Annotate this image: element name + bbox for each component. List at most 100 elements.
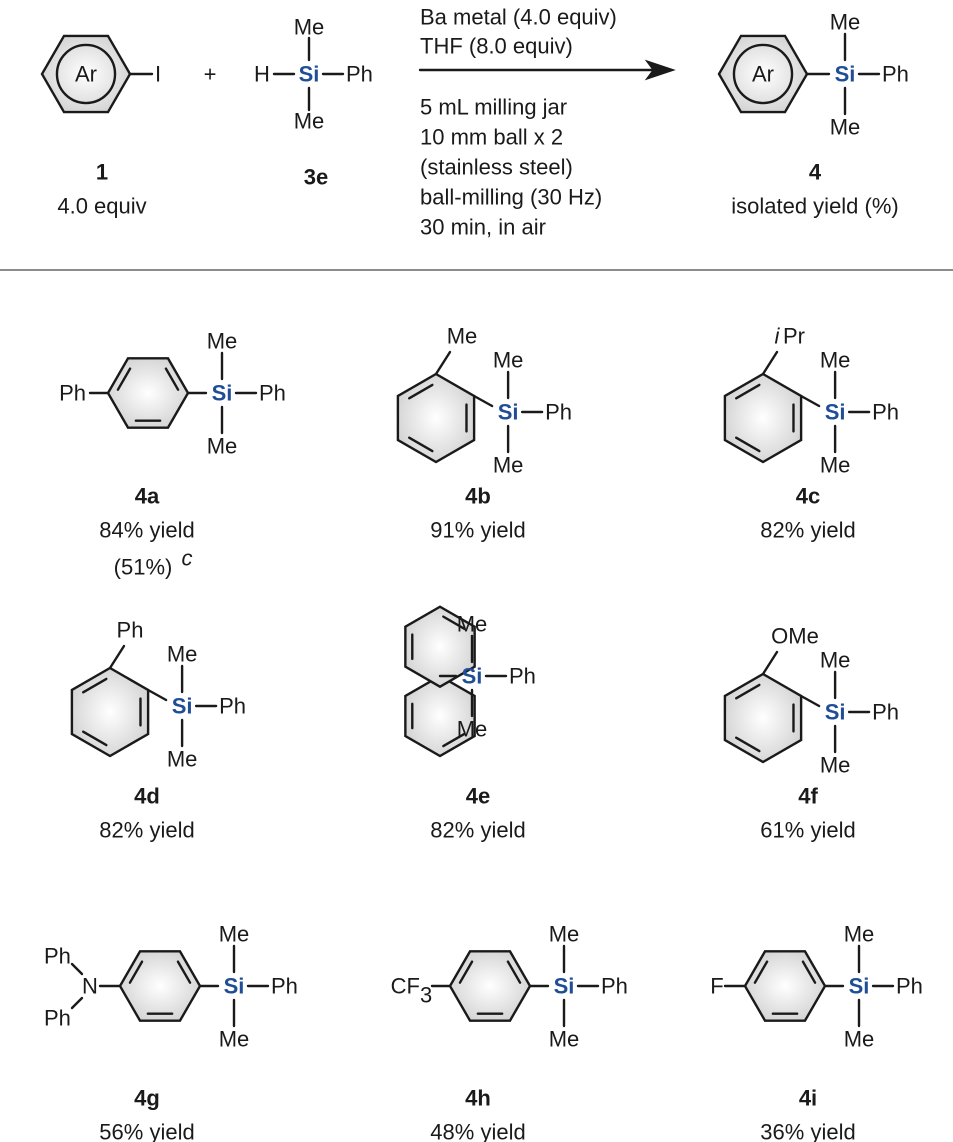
compound-yield: 48% yield	[430, 1120, 525, 1142]
si-atom: Si	[299, 62, 320, 87]
aromatic-circle	[55, 43, 117, 105]
double-bond	[116, 367, 132, 391]
4a-ring	[106, 357, 190, 429]
footnote-marker: c	[182, 546, 193, 571]
n-label: N	[82, 974, 98, 999]
compound-id: 4i	[799, 1086, 817, 1111]
cf3-subscript: 3	[420, 983, 432, 1008]
ortho-ring	[70, 666, 150, 758]
c-si-bond	[799, 394, 821, 408]
me-label: Me	[549, 922, 580, 947]
reactant2-number: 3e	[304, 165, 328, 190]
ph-label: Ph	[346, 62, 373, 87]
si-atom: Si	[835, 62, 856, 87]
double-bond	[407, 383, 434, 400]
c-si-bond	[146, 688, 168, 702]
f-label: F	[710, 974, 723, 999]
me-label: Me	[844, 1027, 875, 1052]
me-label: Me	[167, 747, 198, 772]
si-atom: Si	[825, 400, 846, 425]
ph-label: Ph	[896, 974, 923, 999]
c-sub-bond	[108, 644, 126, 670]
double-bond	[734, 383, 761, 400]
c-sub-bond	[761, 350, 779, 376]
ph-label: Ph	[872, 700, 899, 725]
condition-above: THF (8.0 equiv)	[420, 34, 573, 59]
double-bond	[734, 683, 761, 700]
si-atom: Si	[825, 700, 846, 725]
ph-label: Ph	[545, 400, 572, 425]
compound-yield: 82% yield	[760, 518, 855, 543]
me-label: Me	[457, 717, 488, 742]
ortho-ring	[723, 372, 803, 464]
condition-below: (stainless steel)	[420, 155, 573, 180]
me-label: Me	[167, 642, 198, 667]
double-bond	[734, 436, 761, 453]
ph-label: Ph	[44, 944, 71, 969]
double-bond	[458, 960, 474, 984]
c-si-bond	[799, 694, 821, 708]
compound-id: 4d	[134, 784, 160, 809]
me-label: Me	[219, 922, 250, 947]
me-label: Me	[207, 434, 238, 459]
condition-below: ball-milling (30 Hz)	[420, 185, 602, 210]
cf3-label: CF	[391, 974, 420, 999]
plus-sign: +	[204, 62, 217, 87]
me-label: Me	[493, 453, 524, 478]
double-bond	[128, 960, 144, 984]
double-bond	[176, 960, 192, 984]
4g-ring	[118, 950, 202, 1022]
si-atom: Si	[212, 381, 233, 406]
compound-yield: 61% yield	[760, 818, 855, 843]
me-label: Me	[820, 648, 851, 673]
compound-yield: 56% yield	[99, 1120, 194, 1142]
me-label: Me	[820, 753, 851, 778]
condition-below: 30 min, in air	[420, 215, 546, 240]
compound-yield: 36% yield	[760, 1120, 855, 1142]
me-label: Me	[207, 329, 238, 354]
compound-id: 4h	[465, 1086, 491, 1111]
si-atom: Si	[224, 974, 245, 999]
me-label: Me	[844, 922, 875, 947]
n-ph-bond	[70, 962, 84, 976]
ortho-ring	[723, 672, 803, 764]
naphthyl-upper-ring	[404, 605, 476, 689]
reactant1-number: 1	[96, 160, 108, 185]
me-label: Me	[447, 324, 478, 349]
compound-id: 4b	[465, 484, 491, 509]
4h-ring	[448, 950, 532, 1022]
ar-label: Ar	[75, 62, 97, 87]
4i-ring	[743, 950, 827, 1022]
double-bond	[442, 732, 466, 748]
ph-label: Ph	[117, 618, 144, 643]
compound-yield: 82% yield	[430, 818, 525, 843]
ph-label: Ph	[601, 974, 628, 999]
ph-label: Ph	[872, 400, 899, 425]
ipr-pr-label: Pr	[783, 324, 805, 349]
product-number: 4	[809, 160, 822, 185]
ph-label: Ph	[259, 381, 286, 406]
si-atom: Si	[554, 974, 575, 999]
compound-id: 4f	[798, 784, 818, 809]
double-bond	[81, 730, 108, 747]
double-bond	[164, 367, 180, 391]
ortho-ring	[396, 372, 476, 464]
double-bond	[734, 736, 761, 753]
si-atom: Si	[462, 664, 483, 689]
me-label: Me	[294, 109, 325, 134]
compound-id: 4e	[466, 784, 490, 809]
me-label: Me	[457, 612, 488, 637]
double-bond	[407, 436, 434, 453]
me-label: Me	[820, 348, 851, 373]
c-si-bond	[472, 394, 494, 408]
me-label: Me	[820, 453, 851, 478]
ph-label: Ph	[882, 62, 909, 87]
ph-label: Ph	[219, 694, 246, 719]
ph-label: Ph	[271, 974, 298, 999]
h-label: H	[254, 62, 270, 87]
me-label: Me	[830, 115, 861, 140]
ipr-i-label: i	[775, 324, 781, 349]
ar-label: Ar	[752, 62, 774, 87]
